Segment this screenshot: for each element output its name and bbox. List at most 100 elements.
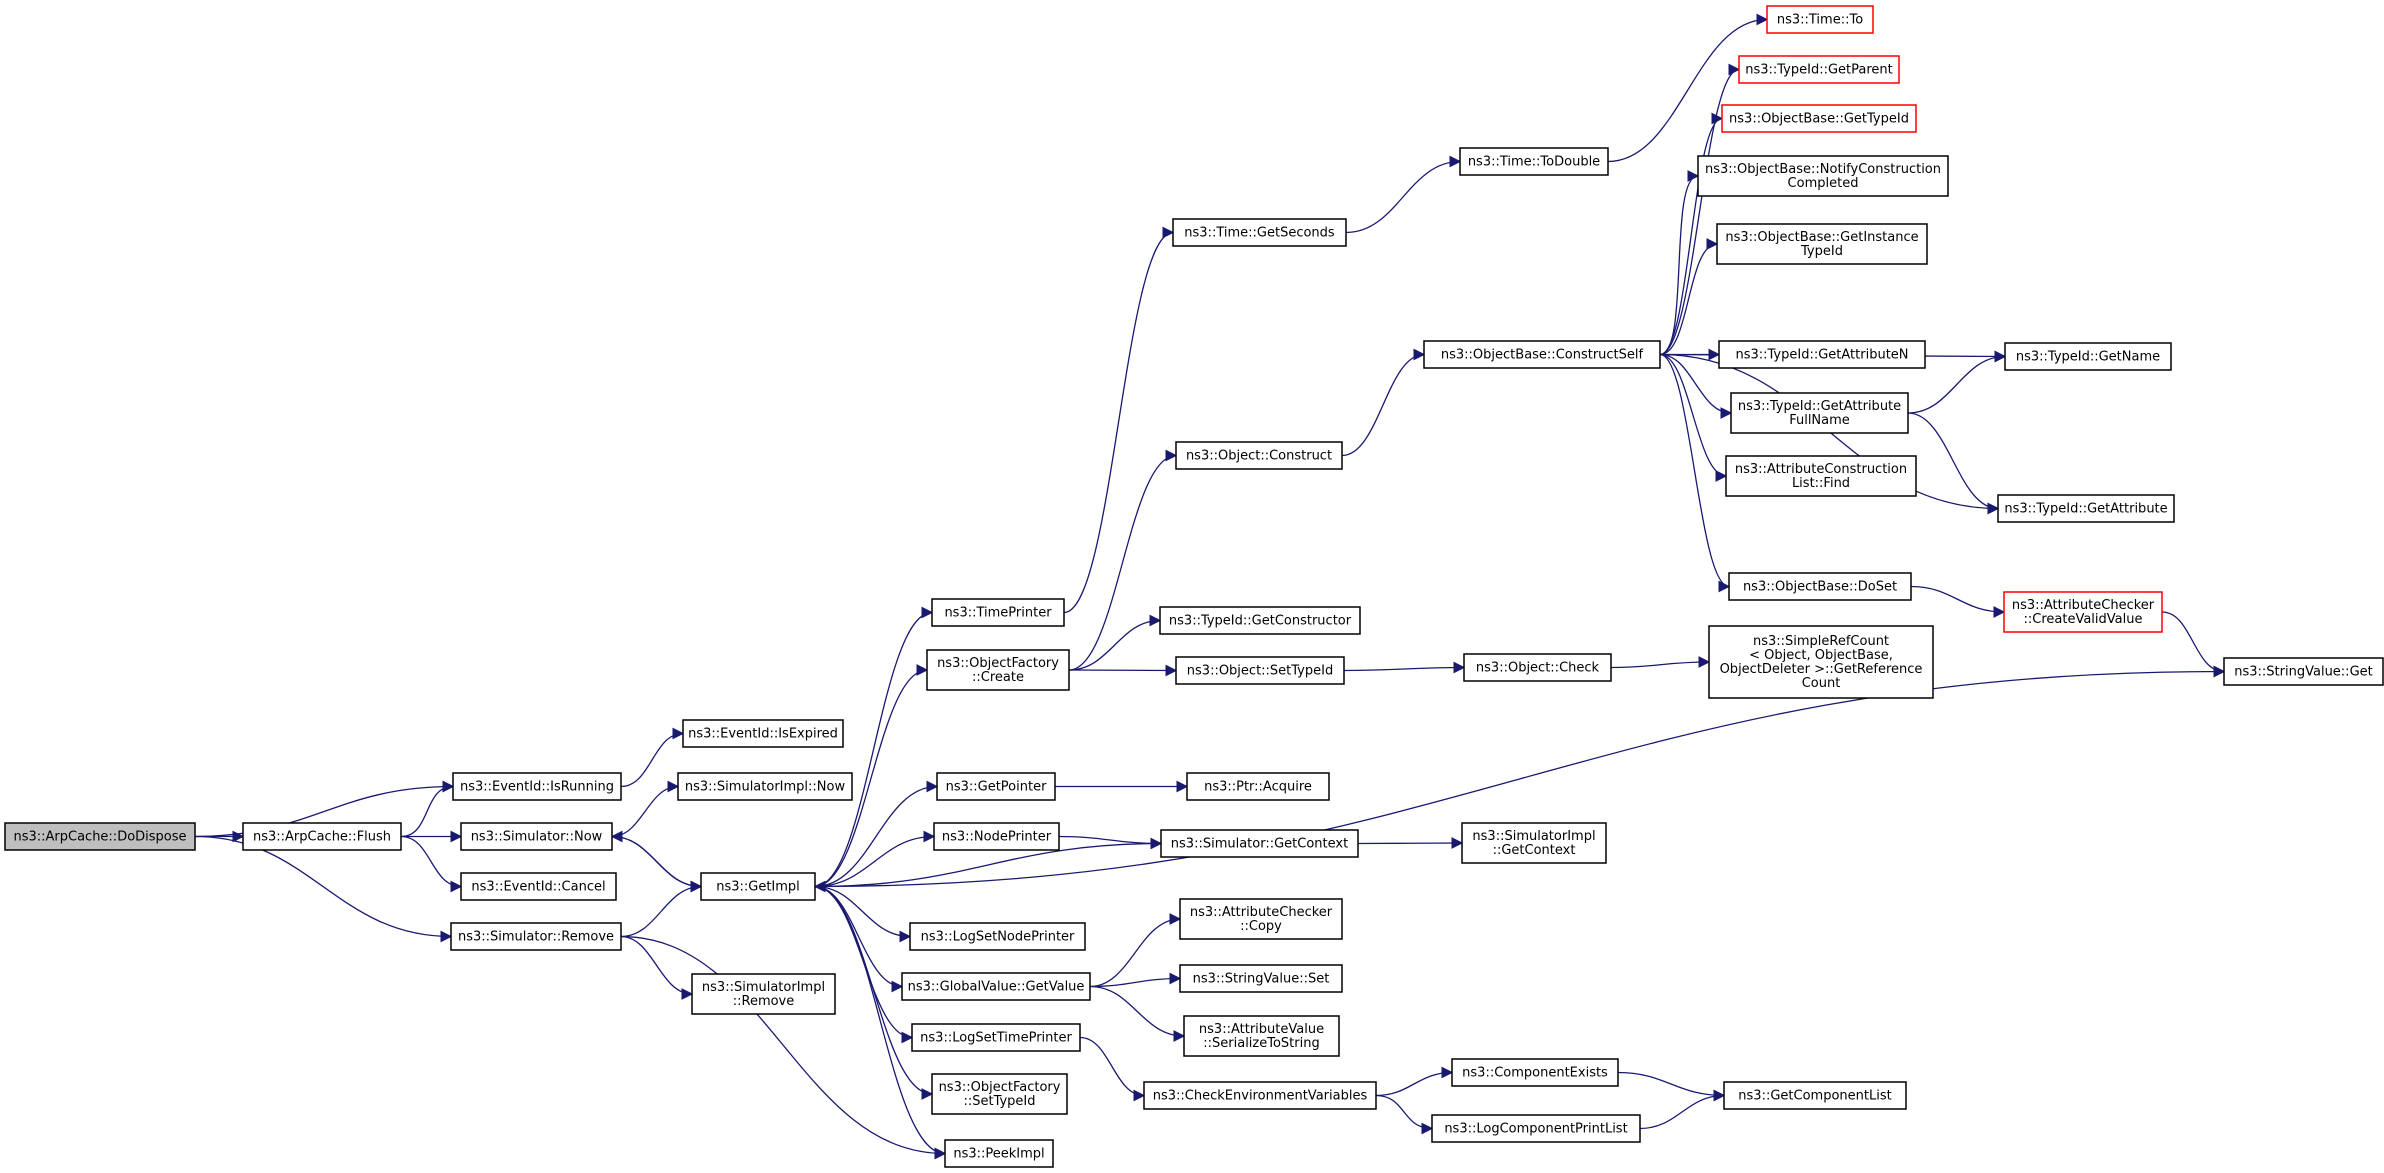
edge-simremove-to-getimpl	[620, 880, 703, 938]
node-box	[1728, 572, 1912, 601]
edge-getimpl-to-ofcreate	[814, 664, 929, 888]
node-label: ns3::Object::Check	[1476, 661, 1600, 676]
node-simplerefcount[interactable]: ns3::SimpleRefCount< Object, ObjectBase,…	[1708, 625, 1934, 699]
node-isexpired[interactable]: ns3::EventId::IsExpired	[682, 719, 844, 748]
node-svget[interactable]: ns3::StringValue::Get	[2223, 657, 2384, 686]
node-label: ns3::TypeId::GetAttribute	[2004, 502, 2167, 517]
node-label: ns3::ArpCache::Flush	[253, 830, 391, 845]
node-label: ns3::SimulatorImpl	[702, 980, 825, 995]
node-obgettypeid[interactable]: ns3::ObjectBase::GetTypeId	[1721, 104, 1917, 133]
node-peekimpl[interactable]: ns3::PeekImpl	[944, 1139, 1054, 1168]
node-ptracquire[interactable]: ns3::Ptr::Acquire	[1186, 772, 1330, 801]
edges-layer	[194, 13, 2226, 1160]
node-box	[931, 1073, 1068, 1115]
node-getparent[interactable]: ns3::TypeId::GetParent	[1738, 55, 1900, 84]
node-nodeprinter[interactable]: ns3::NodePrinter	[933, 822, 1060, 851]
node-gvgetvalue[interactable]: ns3::GlobalValue::GetValue	[901, 972, 1091, 1001]
edge-logcompprintlist-to-getcomponentlist	[1639, 1089, 1726, 1130]
node-label: ns3::AttributeChecker	[1190, 905, 1333, 920]
edge-getimpl-to-svget	[814, 665, 2226, 888]
edge-objcheck-to-simplerefcount	[1610, 656, 1711, 669]
node-simgetcontext[interactable]: ns3::Simulator::GetContext	[1160, 829, 1359, 858]
node-box	[1172, 218, 1347, 247]
node-label: ns3::GetImpl	[716, 880, 800, 895]
node-simimplnow[interactable]: ns3::SimulatorImpl::Now	[677, 772, 853, 801]
node-box	[452, 772, 622, 801]
node-checkenv[interactable]: ns3::CheckEnvironmentVariables	[1143, 1081, 1377, 1110]
node-todouble[interactable]: ns3::Time::ToDouble	[1459, 147, 1609, 176]
node-getattributen[interactable]: ns3::TypeId::GetAttributeN	[1718, 340, 1926, 369]
node-label: ns3::AttributeChecker	[2012, 598, 2155, 613]
edge-ofcreate-to-objsettypeid	[1068, 664, 1178, 677]
node-timeprinter[interactable]: ns3::TimePrinter	[931, 598, 1065, 627]
edge-dodispose-to-simremove	[194, 835, 453, 943]
node-logsettimeprinter[interactable]: ns3::LogSetTimePrinter	[911, 1023, 1081, 1052]
node-accopy[interactable]: ns3::AttributeChecker::Copy	[1179, 898, 1343, 940]
node-obdoset[interactable]: ns3::ObjectBase::DoSet	[1728, 572, 1912, 601]
edge-getimpl-to-nodeprinter	[814, 830, 936, 888]
node-box	[691, 973, 836, 1015]
edge-accreatevalid-to-svget	[2161, 611, 2226, 678]
edge-getattributefullname-to-typeidgetname	[1907, 350, 2007, 414]
node-box	[1175, 441, 1343, 470]
edge-nodeprinter-to-simgetcontext	[1058, 835, 1163, 850]
node-box	[1423, 340, 1661, 369]
node-label: ::CreateValidValue	[2024, 612, 2143, 627]
node-ofsettypeid[interactable]: ns3::ObjectFactory::SetTypeId	[931, 1073, 1068, 1115]
node-getcomponentlist[interactable]: ns3::GetComponentList	[1723, 1081, 1907, 1110]
node-box	[677, 772, 853, 801]
edge-todouble-to-timeto	[1607, 13, 1769, 163]
edge-gvgetvalue-to-avserialize	[1089, 985, 1186, 1042]
node-dodispose[interactable]: ns3::ArpCache::DoDispose	[4, 822, 196, 851]
node-typeidgetname[interactable]: ns3::TypeId::GetName	[2004, 342, 2172, 371]
node-typeidgetattribute[interactable]: ns3::TypeId::GetAttribute	[1997, 494, 2175, 523]
node-box	[1721, 104, 1917, 133]
node-getconstructor[interactable]: ns3::TypeId::GetConstructor	[1159, 606, 1361, 635]
node-objsettypeid[interactable]: ns3::Object::SetTypeId	[1175, 656, 1345, 685]
node-label: ns3::SimpleRefCount	[1753, 634, 1889, 649]
node-label: ::SetTypeId	[963, 1094, 1035, 1109]
node-label: ns3::NodePrinter	[942, 830, 1052, 845]
edge-constructself-to-getattributefullname	[1659, 353, 1733, 419]
node-simnow[interactable]: ns3::Simulator::Now	[460, 822, 613, 851]
node-getseconds[interactable]: ns3::Time::GetSeconds	[1172, 218, 1347, 247]
node-logcompprintlist[interactable]: ns3::LogComponentPrintList	[1431, 1114, 1641, 1143]
node-notifyconstruction[interactable]: ns3::ObjectBase::NotifyConstructionCompl…	[1697, 155, 1949, 197]
node-objcheck[interactable]: ns3::Object::Check	[1463, 653, 1612, 682]
node-label: ns3::ComponentExists	[1462, 1066, 1608, 1081]
edge-isrunning-to-isexpired	[620, 727, 685, 788]
node-simimplremove[interactable]: ns3::SimulatorImpl::Remove	[691, 973, 836, 1015]
node-box	[2223, 657, 2384, 686]
node-svset[interactable]: ns3::StringValue::Set	[1179, 964, 1343, 993]
edge-simgetcontext-to-simimplgetcontext	[1357, 837, 1464, 849]
node-avserialize[interactable]: ns3::AttributeValue::SerializeToString	[1183, 1015, 1340, 1057]
node-constructself[interactable]: ns3::ObjectBase::ConstructSelf	[1423, 340, 1661, 369]
node-box	[1179, 898, 1343, 940]
node-logsetnodeprinter[interactable]: ns3::LogSetNodePrinter	[909, 922, 1086, 951]
node-simimplgetcontext[interactable]: ns3::SimulatorImpl::GetContext	[1461, 822, 1607, 864]
node-box	[1997, 494, 2175, 523]
node-componentexists[interactable]: ns3::ComponentExists	[1451, 1058, 1619, 1087]
node-cancel[interactable]: ns3::EventId::Cancel	[460, 872, 617, 901]
node-getimpl[interactable]: ns3::GetImpl	[700, 872, 816, 901]
node-label: ns3::StringValue::Set	[1193, 972, 1330, 987]
node-simremove[interactable]: ns3::Simulator::Remove	[450, 922, 622, 951]
edge-ofcreate-to-getconstructor	[1068, 614, 1162, 671]
node-label: ns3::Object::Construct	[1186, 449, 1332, 464]
node-isrunning[interactable]: ns3::EventId::IsRunning	[452, 772, 622, 801]
edge-dodispose-to-isrunning	[194, 780, 455, 838]
edge-getseconds-to-todouble	[1345, 155, 1462, 234]
node-flush[interactable]: ns3::ArpCache::Flush	[242, 822, 402, 851]
node-label: ns3::Object::SetTypeId	[1187, 664, 1333, 679]
node-label: ::Create	[972, 670, 1024, 685]
node-accreatevalid[interactable]: ns3::AttributeChecker::CreateValidValue	[2003, 591, 2163, 633]
node-ofcreate[interactable]: ns3::ObjectFactory::Create	[926, 649, 1070, 691]
node-timeto[interactable]: ns3::Time::To	[1766, 5, 1874, 34]
node-getpointer[interactable]: ns3::GetPointer	[936, 772, 1056, 801]
node-label: ns3::Ptr::Acquire	[1204, 780, 1312, 795]
node-box	[460, 822, 613, 851]
node-objconstruct[interactable]: ns3::Object::Construct	[1175, 441, 1343, 470]
